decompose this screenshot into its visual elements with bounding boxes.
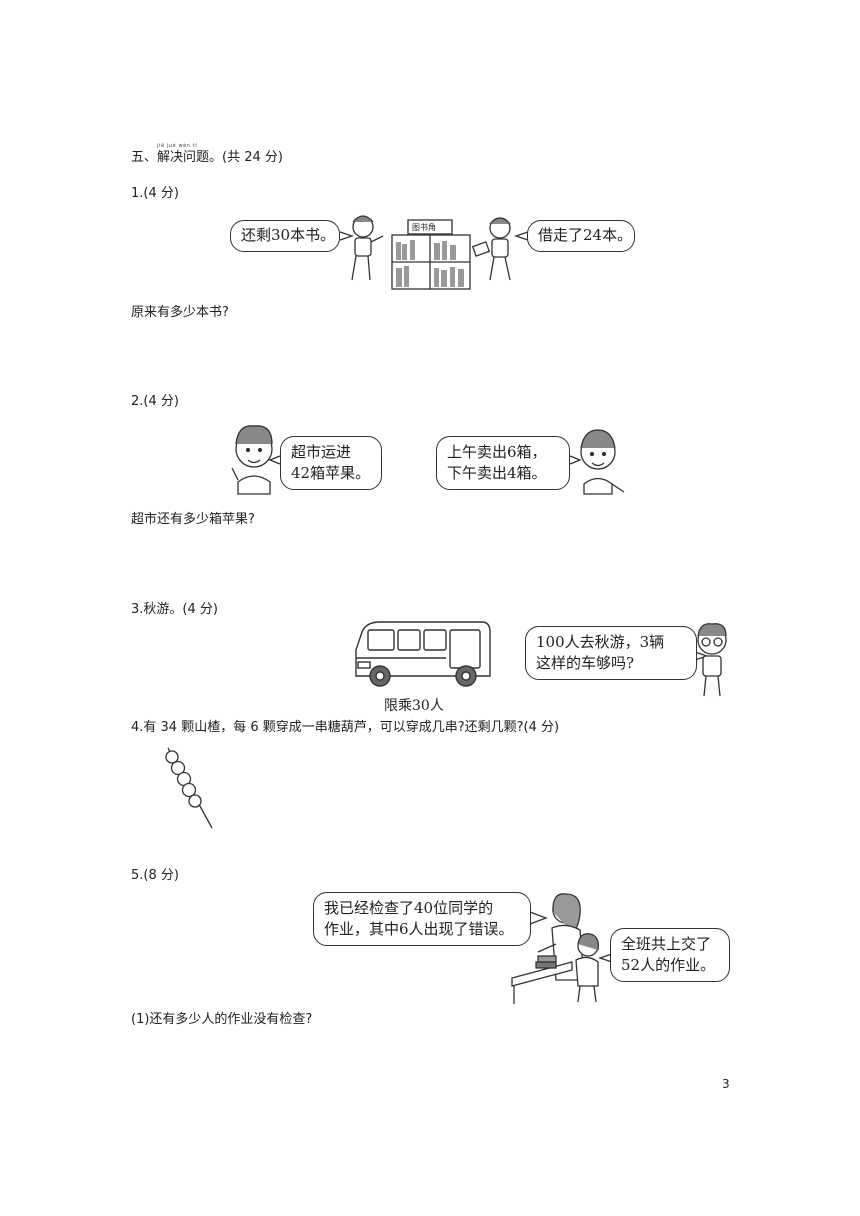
q4-label: 4.有 34 颗山楂，每 6 颗穿成一串糖葫芦，可以穿成几串?还剩几颗?(4 分… xyxy=(131,720,560,735)
q5-desk xyxy=(511,955,573,1004)
q1-shelf-sign: 图书角 xyxy=(412,223,436,232)
q5-label: 5.(8 分) xyxy=(131,868,179,883)
q3-bubble-line-2: 这样的车够吗? xyxy=(536,654,635,672)
q2-bubble-right: 上午卖出6箱， 下午卖出4箱。 xyxy=(436,436,570,490)
q2-bubble-right-line-2: 下午卖出4箱。 xyxy=(447,464,547,482)
q2-bubble-left-line-2: 42箱苹果。 xyxy=(291,464,371,482)
q5-bubble-teacher-line-1: 我已经检查了40位同学的 xyxy=(324,899,494,917)
q1-question: 原来有多少本书? xyxy=(131,305,229,320)
section-title: 五、解决问题。(共 24 分) xyxy=(131,150,283,165)
page-number: 3 xyxy=(722,1077,730,1091)
q2-label: 2.(4 分) xyxy=(131,394,179,409)
q5-bubble-teacher-line-2: 作业，其中6人出现了错误。 xyxy=(324,920,514,938)
q1-bubble-right-text: 借走了24本。 xyxy=(538,226,633,244)
q5-bubble-girl-line-1: 全班共上交了 xyxy=(621,935,712,953)
q1-boy-left-figure xyxy=(351,215,384,281)
q5-bubble-teacher: 我已经检查了40位同学的 作业，其中6人出现了错误。 xyxy=(313,892,531,946)
q1-bubble-left-text: 还剩30本书。 xyxy=(241,226,336,244)
q3-boy-figure xyxy=(697,623,727,697)
q1-bubble-left: 还剩30本书。 xyxy=(230,220,340,252)
q3-bubble-line-1: 100人去秋游，3辆 xyxy=(536,633,665,651)
section-title-pinyin: jiě jué wèn tí xyxy=(157,143,198,149)
q5-bubble-girl-line-2: 52人的作业。 xyxy=(621,956,716,974)
q3-bus xyxy=(355,621,491,687)
q3-bubble: 100人去秋游，3辆 这样的车够吗? xyxy=(525,626,697,680)
q2-bubble-right-line-1: 上午卖出6箱， xyxy=(447,443,547,461)
q3-label: 3.秋游。(4 分) xyxy=(131,602,218,617)
q5-bubble-girl: 全班共上交了 52人的作业。 xyxy=(610,928,730,982)
q1-bookshelf xyxy=(391,219,471,290)
q3-bus-caption: 限乘30人 xyxy=(384,698,444,714)
q5-girl-figure xyxy=(575,933,599,1003)
q2-boy-figure xyxy=(231,425,273,495)
q2-bubble-left: 超市运进 42箱苹果。 xyxy=(280,436,382,490)
q1-boy-right-figure xyxy=(471,217,511,281)
q2-bubble-left-line-1: 超市运进 xyxy=(291,443,352,461)
q2-girl-figure xyxy=(580,429,625,495)
q5-sub1: (1)还有多少人的作业没有检查? xyxy=(131,1012,313,1027)
q1-bubble-right: 借走了24本。 xyxy=(527,220,635,252)
q2-question: 超市还有多少箱苹果? xyxy=(131,512,255,527)
q1-label: 1.(4 分) xyxy=(131,186,179,201)
